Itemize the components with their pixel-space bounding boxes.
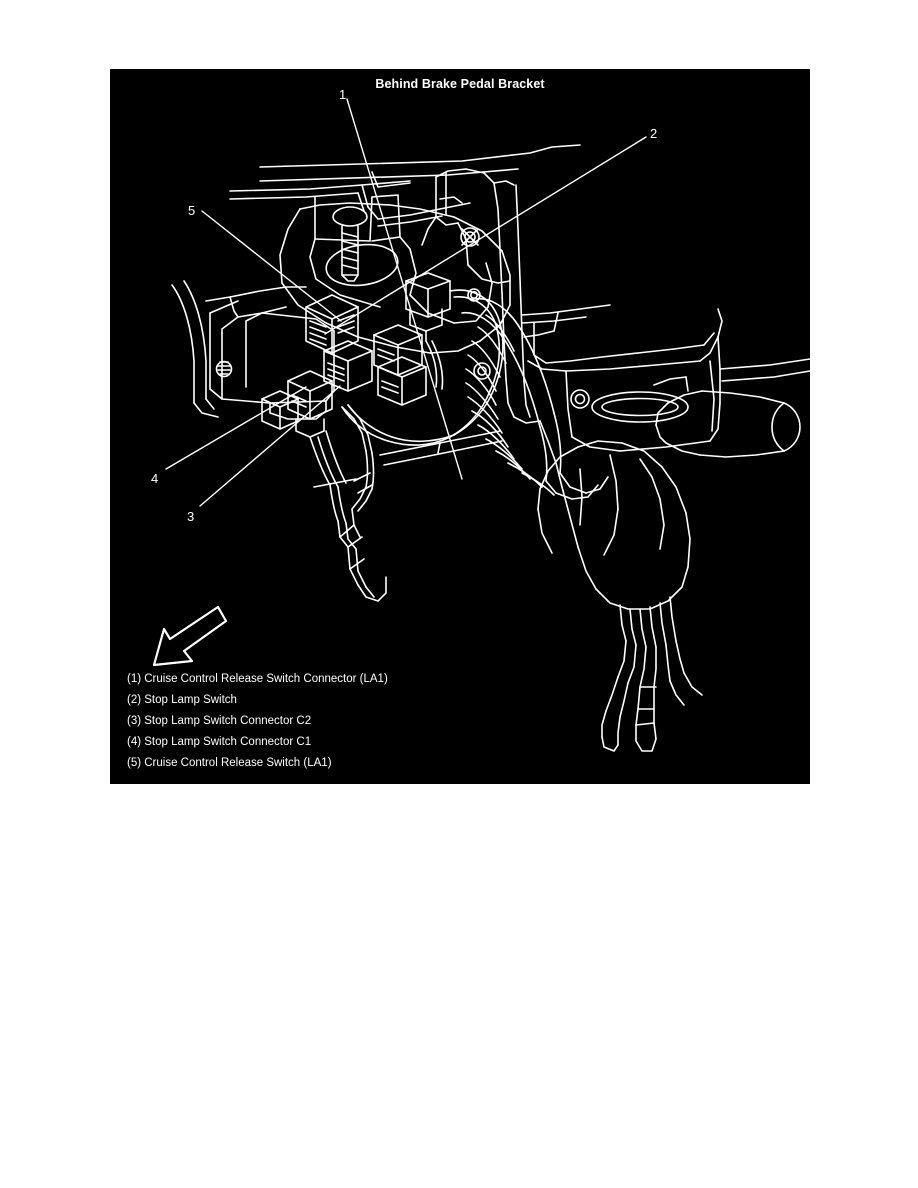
callout-label-3: 3 — [187, 509, 195, 524]
figure-title: Behind Brake Pedal Bracket — [375, 77, 545, 91]
firewall-panel-edges — [229, 144, 581, 227]
legend-item-3: (3) Stop Lamp Switch Connector C2 — [127, 715, 312, 727]
legend-item-1: (1) Cruise Control Release Switch Connec… — [127, 673, 388, 685]
legend-item-5: (5) Cruise Control Release Switch (LA1) — [127, 757, 332, 769]
wire-harness-left — [309, 404, 387, 602]
leader-line-5 — [201, 210, 342, 322]
leader-line-3 — [199, 385, 341, 507]
callout-leader-lines — [165, 98, 647, 507]
ribbed-conduit — [461, 298, 609, 500]
cylinder-tube — [653, 376, 801, 458]
leader-line-1 — [346, 98, 463, 480]
callout-label-1: 1 — [339, 87, 347, 102]
lower-panel-lines — [313, 430, 503, 488]
figure-panel: Behind Brake Pedal Bracket — [110, 69, 810, 784]
leader-line-4 — [165, 386, 307, 470]
figure-legend: (1) Cruise Control Release Switch Connec… — [127, 669, 727, 774]
connector-wire-loops — [341, 289, 504, 446]
legend-item-4: (4) Stop Lamp Switch Connector C1 — [127, 736, 312, 748]
left-housing-box — [171, 280, 335, 420]
callout-label-5: 5 — [188, 203, 196, 218]
legend-item-2: (2) Stop Lamp Switch — [127, 694, 237, 706]
brake-pedal-bracket-line-drawing — [152, 98, 810, 752]
pedal-arm — [537, 420, 691, 610]
structural-beam — [521, 304, 810, 452]
mounting-screw — [332, 206, 368, 282]
pedal-support-bracket — [421, 168, 541, 424]
lower-wire-bundle — [601, 596, 703, 752]
callout-label-2: 2 — [650, 126, 658, 141]
leader-line-2 — [324, 136, 647, 335]
callout-label-4: 4 — [151, 471, 159, 486]
connector-cluster — [261, 272, 451, 438]
direction-arrow-icon — [152, 605, 228, 667]
